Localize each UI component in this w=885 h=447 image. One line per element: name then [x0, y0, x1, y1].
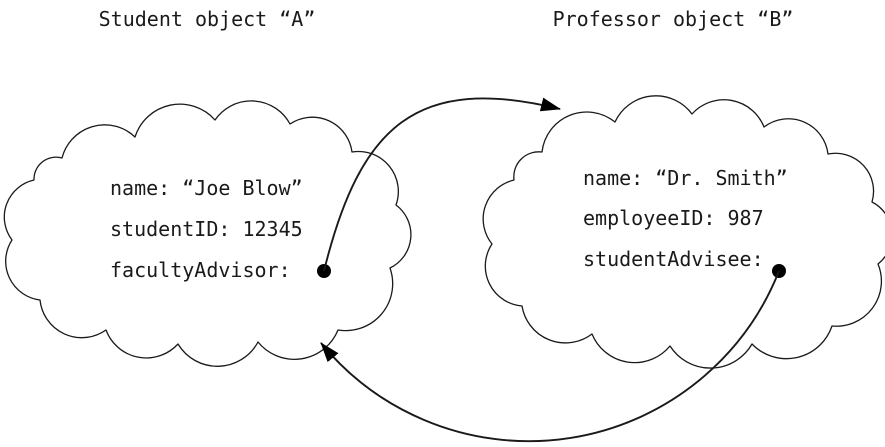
student-field-name: name: “Joe Blow”: [110, 176, 303, 200]
student-object-cloud: name: “Joe Blow” studentID: 12345 facult…: [3, 100, 412, 367]
professor-cloud-outline: [482, 95, 885, 369]
faculty-advisor-reference-arrow: [323, 97, 561, 272]
professor-field-student-advisee: studentAdvisee:: [583, 247, 764, 271]
professor-object-cloud: name: “Dr. Smith” employeeID: 987 studen…: [482, 95, 885, 369]
professor-object-title: Professor object “B”: [553, 7, 794, 31]
student-field-faculty-advisor: facultyAdvisor:: [110, 258, 291, 282]
professor-field-name: name: “Dr. Smith”: [583, 166, 788, 190]
student-field-student-id: studentID: 12345: [110, 217, 303, 241]
student-advisee-reference-arrow: [320, 270, 780, 443]
student-object-title: Student object “A”: [99, 7, 316, 31]
professor-field-employee-id: employeeID: 987: [583, 206, 764, 230]
student-cloud-outline: [3, 100, 412, 367]
